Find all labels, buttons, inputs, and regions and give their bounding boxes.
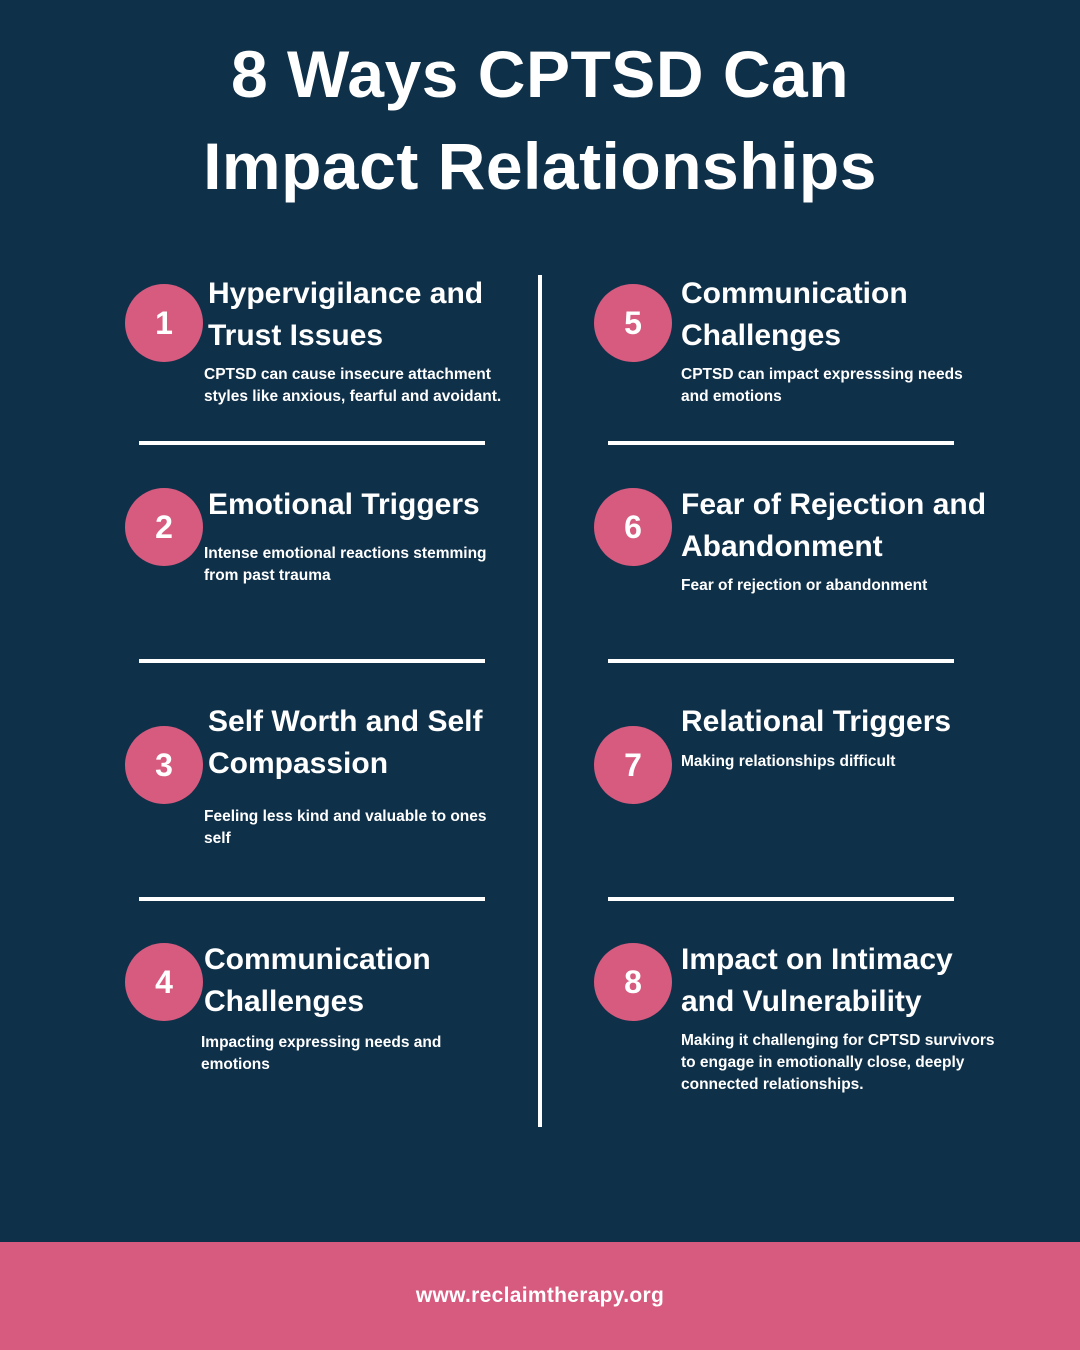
item-divider [608,897,954,901]
item-divider [139,659,485,663]
item-7-heading-line-1: Relational Triggers [681,705,952,738]
item-divider [139,897,485,901]
item-8-heading: Impact on Intimacy and Vulnerability [681,939,953,1023]
number-badge-5: 5 [594,284,672,362]
item-5-heading-line-1: Communication [681,277,908,310]
item-6-description: Fear of rejection or abandonment [681,577,928,594]
item-1-heading-line-1: Hypervigilance and [208,277,484,310]
item-divider [139,441,485,445]
page-title-line-1: 8 Ways CPTSD Can [230,37,850,111]
footer-website-link[interactable]: www.reclaimtherapy.org [415,1284,665,1307]
item-3-heading-line-1: Self Worth and Self [208,705,483,738]
item-6-heading-line-2: Abandonment [681,530,883,563]
page-title-line-2: Impact Relationships [203,129,877,203]
number-badge-2: 2 [125,488,203,566]
column-divider [538,275,542,1127]
item-4-heading-line-1: Communication [204,943,431,976]
item-2-heading: Emotional Triggers [208,484,480,526]
item-6-heading: Fear of Rejection and Abandonment [681,484,986,568]
item-3-description: Feeling less kind and valuable to ones s… [204,808,487,847]
item-1-description: CPTSD can cause insecure attachment styl… [204,366,502,405]
item-8-heading-line-1: Impact on Intimacy [681,943,953,976]
item-divider [608,659,954,663]
item-5-description: CPTSD can impact expresssing needs and e… [681,366,963,405]
number-badge-7: 7 [594,726,672,804]
number-badge-4: 4 [125,943,203,1021]
number-badge-3: 3 [125,726,203,804]
item-7-description: Making relationships difficult [681,753,896,770]
item-8-description: Making it challenging for CPTSD survivor… [681,1032,995,1093]
item-5-heading: Communication Challenges [681,273,908,357]
item-2-description: Intense emotional reactions stemming fro… [204,545,487,584]
number-badge-1: 1 [125,284,203,362]
item-1-heading-line-2: Trust Issues [208,319,384,352]
item-3-heading: Self Worth and Self Compassion [208,701,482,785]
item-7-heading: Relational Triggers [681,701,951,743]
footer-banner: www.reclaimtherapy.org [0,1242,1080,1350]
item-6-heading-line-1: Fear of Rejection and [681,488,987,521]
item-divider [608,441,954,445]
number-badge-8: 8 [594,943,672,1021]
item-4-heading-line-2: Challenges [204,985,365,1018]
item-5-heading-line-2: Challenges [681,319,842,352]
item-1-heading: Hypervigilance and Trust Issues [208,273,483,357]
number-badge-6: 6 [594,488,672,566]
item-4-heading: Communication Challenges [204,939,431,1023]
item-4-description: Impacting expressing needs and emotions [201,1034,442,1073]
page-title: 8 Ways CPTSD Can Impact Relationships [0,28,1080,212]
item-8-heading-line-2: and Vulnerability [681,985,922,1018]
item-3-heading-line-2: Compassion [208,747,389,780]
item-2-heading-line-1: Emotional Triggers [208,488,480,521]
